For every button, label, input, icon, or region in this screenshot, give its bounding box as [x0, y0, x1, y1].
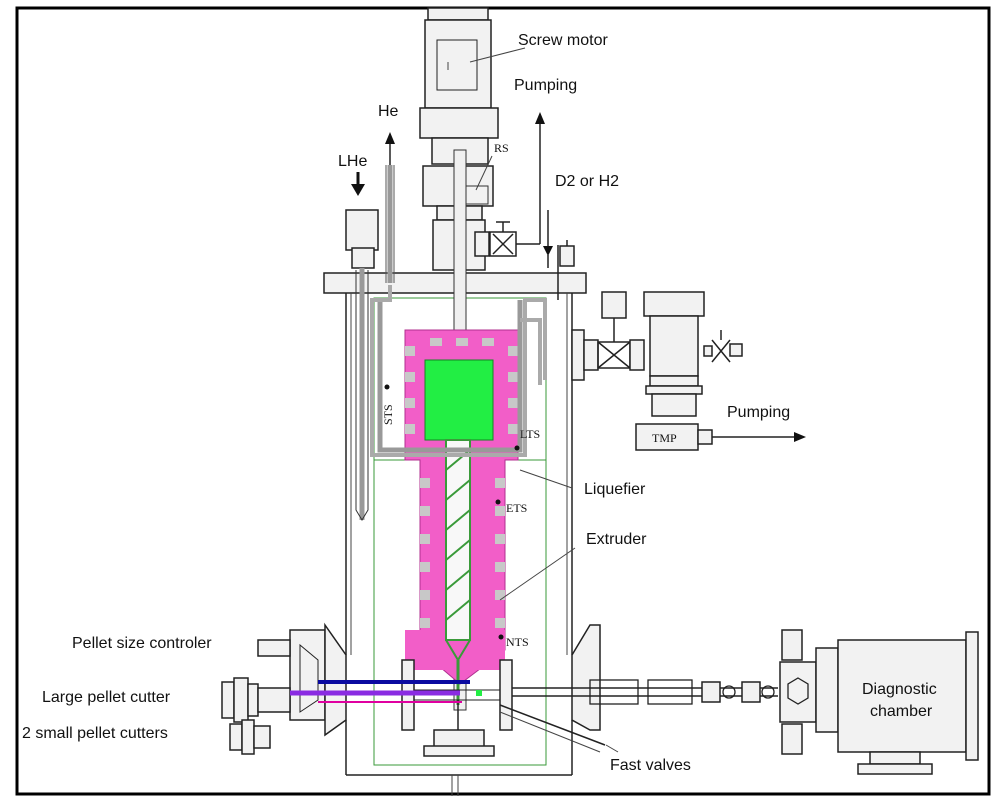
label-nts: NTS	[506, 635, 529, 649]
diagram-frame	[15, 6, 991, 796]
sensor-sts-dot	[384, 384, 390, 390]
label-chamber: chamber	[870, 703, 933, 720]
diagnostic-chamber	[837, 631, 979, 775]
sensor-ets-dot	[495, 499, 501, 505]
label-lhe: LHe	[338, 153, 367, 170]
label-extruder: Extruder	[586, 531, 647, 548]
label-pumping-top: Pumping	[514, 77, 577, 94]
label-rs: RS	[494, 141, 509, 155]
label-screw-motor: Screw motor	[518, 32, 608, 49]
label-d2-h2: D2 or H2	[555, 173, 619, 190]
label-sts: STS	[381, 404, 395, 425]
sensor-lts-dot	[514, 445, 520, 451]
label-pellet-size-controler: Pellet size controler	[72, 635, 212, 652]
label-fast-valves: Fast valves	[610, 757, 691, 774]
label-pumping-right: Pumping	[727, 404, 790, 421]
screw-motor	[419, 7, 526, 271]
label-lts: LTS	[520, 427, 540, 441]
label-small-pellet-cutters: 2 small pellet cutters	[22, 725, 168, 742]
sensor-nts-dot	[498, 634, 504, 640]
label-tmp: TMP	[652, 431, 677, 445]
turbo-pump-assembly	[571, 291, 806, 451]
helium-tube	[345, 165, 523, 521]
top-pumping-valve	[474, 118, 541, 257]
label-large-pellet-cutter: Large pellet cutter	[42, 689, 171, 706]
label-liquefier: Liquefier	[584, 481, 646, 498]
label-he: He	[378, 103, 399, 120]
pellet-cutter-assembly	[221, 622, 839, 757]
liquefier-extruder	[404, 329, 519, 705]
label-diagnostic: Diagnostic	[862, 681, 937, 698]
label-ets: ETS	[506, 501, 527, 515]
